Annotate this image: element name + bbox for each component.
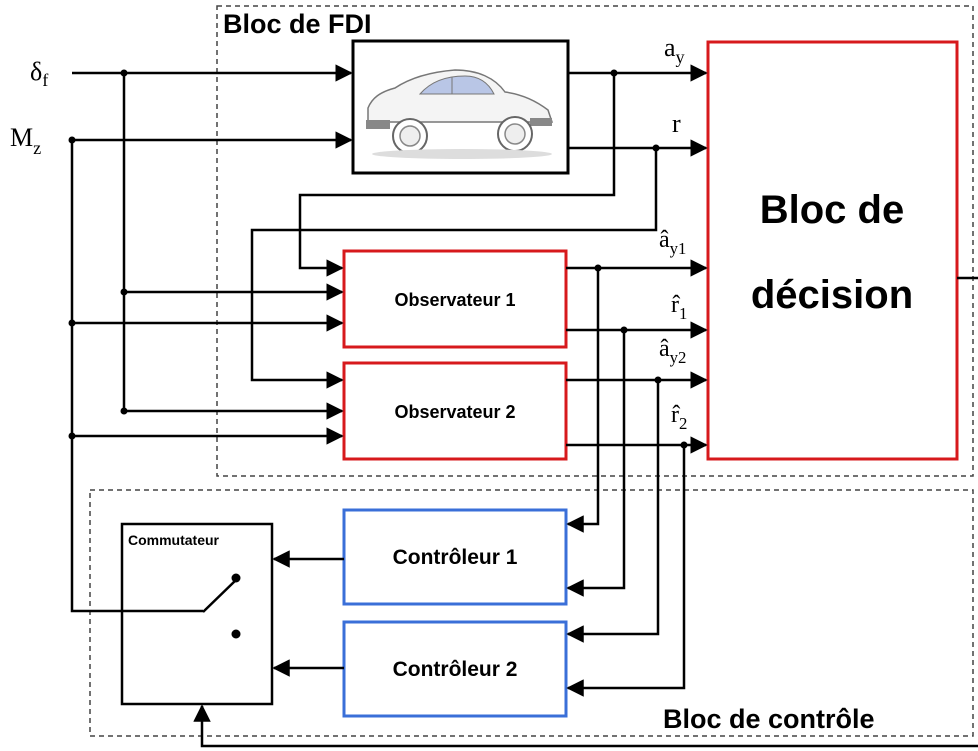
decision-block-label-line1: Bloc de — [760, 188, 904, 232]
fdi-block-border — [216, 5, 974, 477]
signal-ahat-y1-label: ây1 — [659, 227, 686, 258]
control-block-label: Bloc de contrôle — [663, 704, 875, 734]
controller-2-label: Contrôleur 2 — [393, 658, 518, 681]
observer-1-label: Observateur 1 — [394, 290, 515, 310]
signal-wires — [70, 64, 978, 748]
signal-ay-label: ay — [664, 33, 686, 67]
input-mz-label: Mz — [10, 123, 41, 158]
signal-rhat-1-label: r̂1 — [671, 292, 687, 323]
signal-ahat-y2-label: ây2 — [659, 336, 686, 367]
car-icon — [366, 69, 554, 159]
input-delta-f-label: δf — [30, 57, 49, 90]
fdi-block-label: Bloc de FDI — [223, 9, 372, 39]
signal-rhat-2-label: r̂2 — [671, 402, 687, 433]
control-block-border — [89, 489, 974, 737]
controller-2-block — [342, 620, 568, 718]
switch-label: Commutateur — [128, 532, 220, 548]
signal-r-label: r — [672, 109, 681, 138]
observer-2-block — [342, 361, 568, 461]
controller-1-block — [342, 508, 568, 606]
junction-dots — [68, 69, 688, 449]
decision-block-label-line2: décision — [751, 273, 913, 317]
decision-block — [706, 40, 959, 461]
observer-1-block — [342, 249, 568, 349]
observer-2-label: Observateur 2 — [394, 402, 515, 422]
controller-1-label: Contrôleur 1 — [393, 546, 518, 569]
switch-icon — [202, 573, 241, 639]
switch-block — [120, 522, 274, 706]
